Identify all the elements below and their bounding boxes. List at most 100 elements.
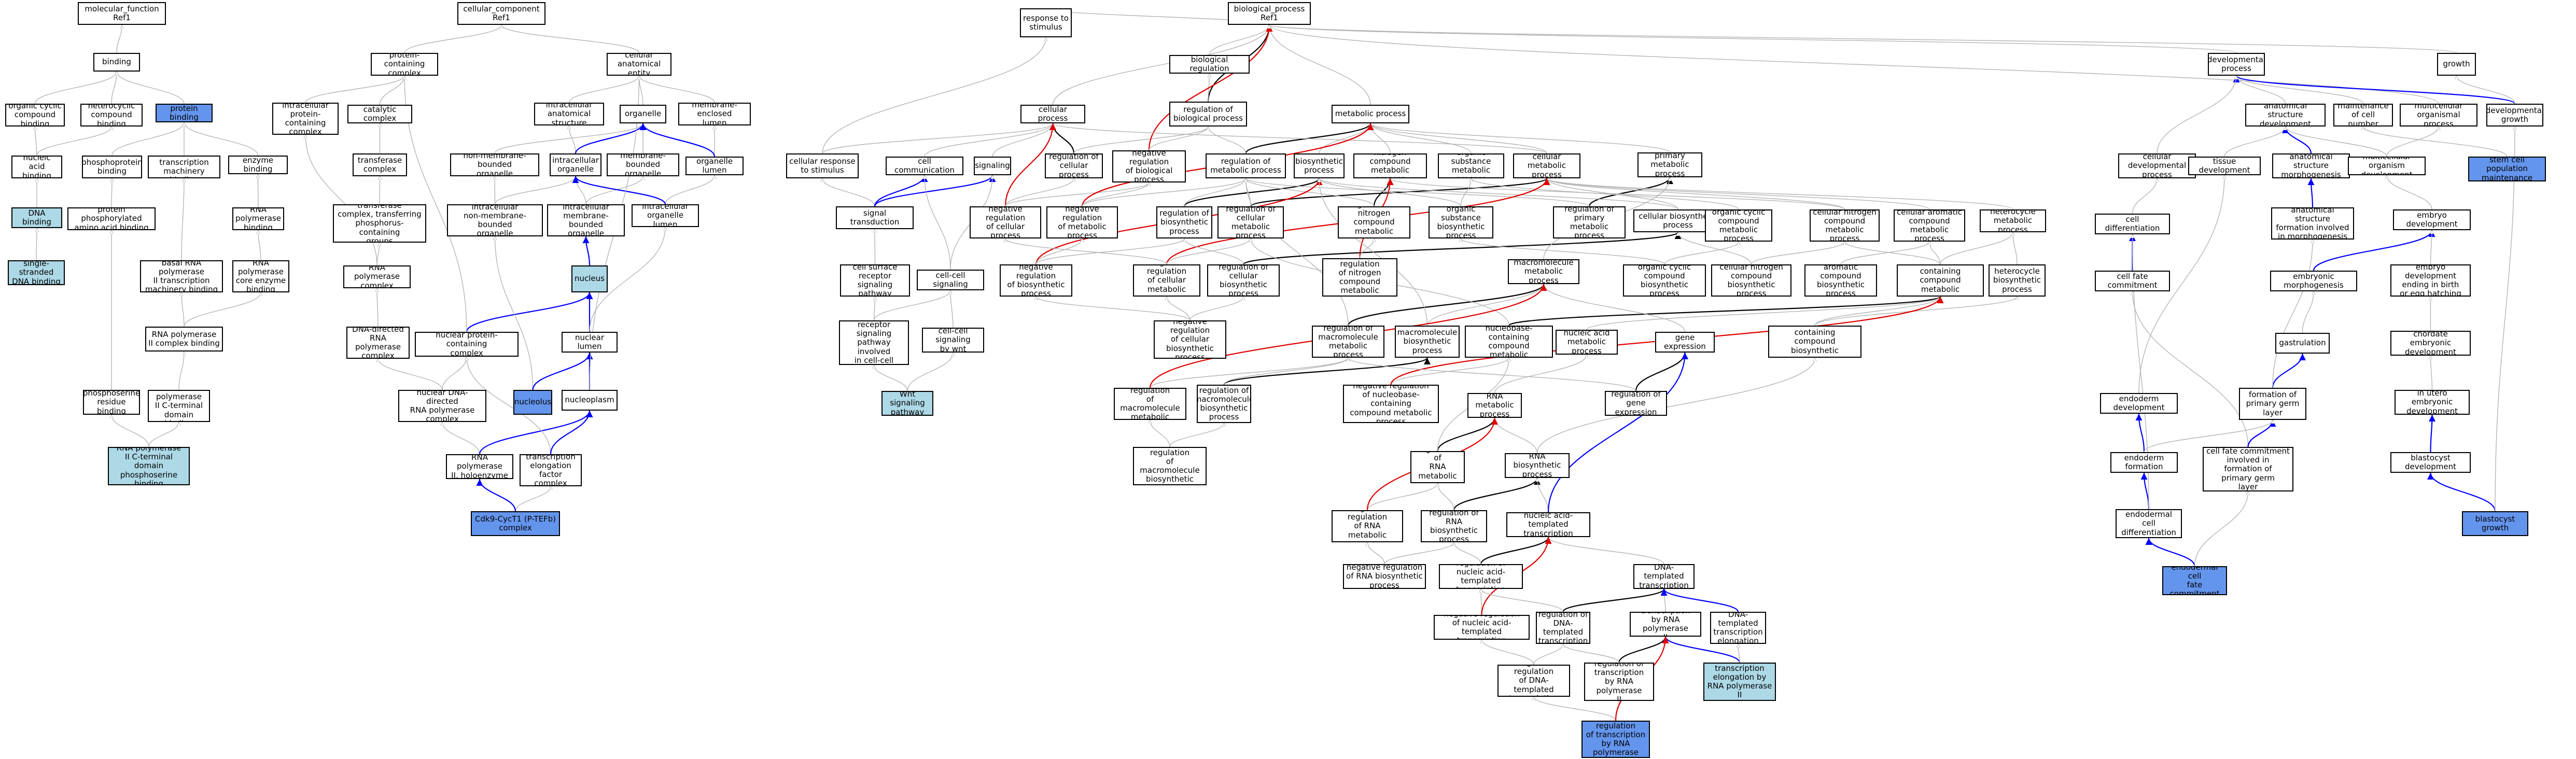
go-term-node[interactable]: cellular anatomical entity [607,53,671,76]
go-term-node[interactable]: regulation of biosynthetic process [1156,206,1212,238]
go-term-node[interactable]: negative regulation of cellular biosynth… [1154,320,1226,359]
go-term-node[interactable]: transcription by RNA polymerase II [1630,612,1701,637]
go-term-node[interactable]: regulation of cellular metabolic process [1217,206,1284,238]
go-term-node[interactable]: regulation of cellular biosynthetic proc… [1207,264,1280,297]
go-term-node[interactable]: endoderm development [2100,393,2178,414]
go-term-node[interactable]: Cdk9-CycT1 (P-TEFb) complex [471,511,560,536]
go-term-node[interactable]: chordate embryonic development [2390,331,2471,356]
go-term-node[interactable]: cellular response to stimulus [786,153,859,178]
go-term-node[interactable]: single-stranded DNA binding [8,260,65,285]
go-term-node[interactable]: regulation of macromolecule metabolic pr… [1312,326,1384,358]
go-term-node[interactable]: cell-cell signaling [917,270,984,290]
go-term-node[interactable]: organic cyclic compound biosynthetic pro… [1623,264,1706,297]
go-term-node[interactable]: nuclear DNA-directed RNA polymerase comp… [398,390,486,422]
go-term-node[interactable]: signaling [974,157,1011,175]
go-term-node[interactable]: cell-cell signaling by wnt [922,328,984,353]
go-term-node[interactable]: regulation of biological process [1169,102,1247,126]
go-term-node[interactable]: RNA polymerase II, holoenzyme [446,454,513,479]
go-term-node[interactable]: primary metabolic process [1637,152,1702,177]
go-term-node[interactable]: RNA polymerase complex [343,265,411,288]
go-term-node[interactable]: endodermal cell fate commitment [2162,566,2227,595]
go-term-node[interactable]: cellular nitrogen compound metabolic pro… [1810,209,1880,242]
go-term-node[interactable]: regulation of gene expression [1605,391,1667,416]
go-term-node[interactable]: developmental growth [2486,104,2543,126]
go-term-node[interactable]: in utero embryonic development [2395,390,2470,415]
go-term-node[interactable]: transcription elongation by RNA polymera… [1703,663,1776,701]
go-term-node[interactable]: negative regulation of biological proces… [1112,150,1186,182]
go-term-node[interactable]: developmental process [2208,53,2265,76]
go-term-node[interactable]: basal RNA polymerase II transcription ma… [140,260,223,292]
go-term-node[interactable]: intracellular anatomical structure [534,103,604,125]
go-term-node[interactable]: phosphoprotein binding [82,156,142,178]
go-term-node[interactable]: membrane-enclosed lumen [678,103,751,125]
go-term-node[interactable]: anatomical structure formation involved … [2271,207,2354,240]
go-term-node[interactable]: negative regulation of macromolecule met… [1114,388,1186,420]
go-term-node[interactable]: nucleobase-containing compound metabolic… [1897,264,1984,297]
go-term-node[interactable]: protein phosphorylated amino acid bindin… [67,207,156,230]
go-term-node[interactable]: anatomical structure morphogenesis [2272,153,2350,178]
go-term-node[interactable]: anatomical structure development [2245,104,2326,126]
go-term-node[interactable]: growth [2437,53,2476,76]
go-term-node[interactable]: intracellular protein-containing complex [272,103,339,135]
go-term-node[interactable]: regulation of metabolic process [1206,153,1286,178]
go-term-node[interactable]: negative regulation of RNA biosynthetic … [1343,564,1426,589]
go-term-node[interactable]: nuclear lumen [562,332,618,353]
go-term-node[interactable]: regulation of DNA-templated transcriptio… [1536,612,1590,644]
go-term-node[interactable]: nucleic acid-templated transcription [1506,512,1590,537]
go-term-node[interactable]: heterocycle metabolic process [1980,209,2046,232]
go-term-node[interactable]: multicellular organism development [2348,157,2426,175]
go-term-node[interactable]: transferase complex [353,153,407,176]
go-term-node[interactable]: regulation of macromolecule biosynthetic… [1197,385,1251,423]
go-term-node[interactable]: RNA polymerase core enzyme binding [232,260,289,292]
go-term-node[interactable]: negative regulation of transcription by … [1581,721,1650,758]
go-term-node[interactable]: biological_process Ref1 [1228,2,1311,25]
go-term-node[interactable]: negative regulation of biosynthetic proc… [1000,264,1072,297]
go-term-node[interactable]: cellular metabolic process [1513,153,1580,178]
go-term-node[interactable]: regulation of cellular process [1045,153,1103,178]
go-term-node[interactable]: nucleobase-containing compound biosynthe… [1768,326,1861,358]
go-term-node[interactable]: embryo development [2393,209,2471,230]
go-term-node[interactable]: negative regulation of nitrogen compound… [1322,258,1397,297]
go-term-node[interactable]: metabolic process [1332,105,1409,123]
go-term-node[interactable]: organic substance biosynthetic process [1429,206,1493,238]
go-term-node[interactable]: regulation of primary metabolic process [1553,206,1626,238]
go-term-node[interactable]: gene expression [1655,332,1715,353]
go-term-node[interactable]: negative regulation of cellular process [970,206,1041,238]
go-term-node[interactable]: cell communication [886,157,963,175]
go-term-node[interactable]: intracellular organelle lumen [632,204,699,227]
go-term-node[interactable]: organelle lumen [685,157,744,175]
go-term-node[interactable]: organic cyclic compound metabolic proces… [1705,209,1772,242]
go-term-node[interactable]: Wnt signaling pathway [881,391,933,416]
go-term-node[interactable]: negative regulation of nucleobase-contai… [1343,385,1439,423]
go-term-node[interactable]: cellular developmental process [2118,153,2196,178]
go-term-node[interactable]: nucleoplasm [562,390,618,411]
go-term-node[interactable]: DNA-directed RNA polymerase complex [346,327,410,359]
go-term-node[interactable]: RNA polymerase II C-terminal domain phos… [108,447,190,485]
go-term-node[interactable]: nucleic acid metabolic process [1556,330,1618,355]
go-term-node[interactable]: embryo development ending in birth or eg… [2390,264,2471,297]
go-term-node[interactable]: organelle [620,105,666,123]
go-term-node[interactable]: negative regulation of cellular metaboli… [1133,264,1200,297]
go-term-node[interactable]: RNA biosynthetic process [1505,453,1570,478]
go-term-node[interactable]: catalytic complex [347,105,412,123]
go-term-node[interactable]: non-membrane-bounded organelle [450,153,539,176]
go-term-node[interactable]: protein binding [156,104,213,122]
go-term-node[interactable]: binding [93,53,140,72]
go-term-node[interactable]: biological regulation [1169,55,1250,74]
go-term-node[interactable]: enzyme binding [228,156,288,174]
go-term-node[interactable]: cell fate commitment involved in formati… [2203,447,2293,491]
go-term-node[interactable]: intracellular membrane-bounded organelle [547,204,625,236]
go-term-node[interactable]: maintenance of cell number [2333,104,2393,126]
go-term-node[interactable]: RNA polymerase II C-terminal domain bind… [148,390,210,422]
go-term-node[interactable]: negative regulation of macromolecule bio… [1133,447,1207,485]
go-term-node[interactable]: membrane-bounded organelle [607,153,679,176]
go-term-node[interactable]: negative regulation of RNA metabolic pro… [1332,510,1403,542]
go-term-node[interactable]: gastrulation [2275,333,2330,354]
go-term-node[interactable]: response to stimulus [1020,8,1072,37]
go-term-node[interactable]: regulation of RNA metabolic process [1410,451,1465,483]
go-term-node[interactable]: regulation of nucleic acid-templated tra… [1439,564,1523,589]
go-term-node[interactable]: negative regulation of nucleic acid-temp… [1434,615,1530,640]
go-term-node[interactable]: DNA binding [11,207,62,228]
go-term-node[interactable]: cellular nitrogen compound biosynthetic … [1711,264,1791,297]
go-term-node[interactable]: macromolecule biosynthetic process [1395,326,1460,358]
